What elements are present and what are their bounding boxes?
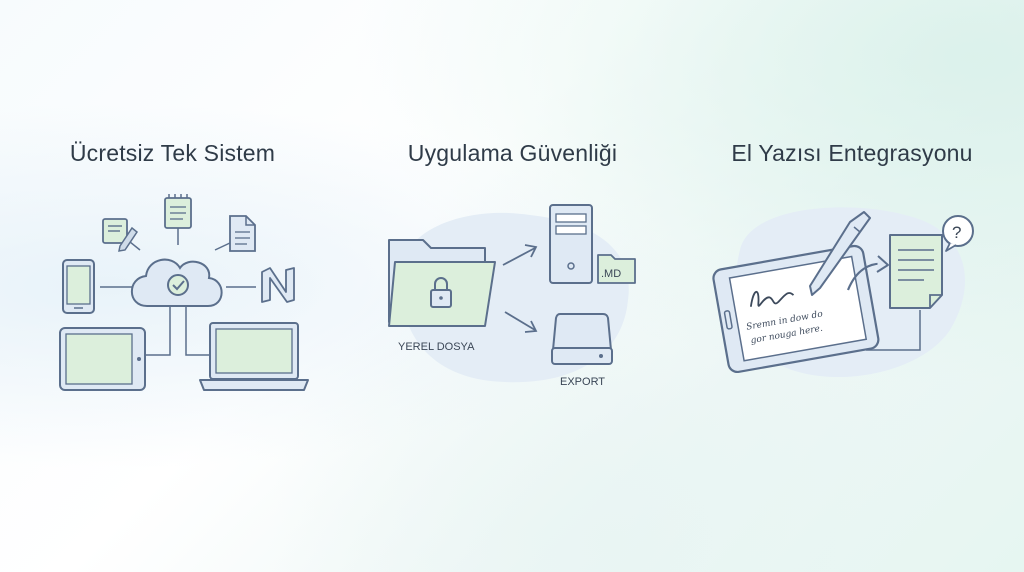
stylus-icon	[809, 211, 871, 296]
cloud-sync-icon	[131, 258, 223, 307]
md-folder-icon	[597, 254, 636, 284]
sync-illustration	[59, 194, 309, 391]
phone-icon	[62, 259, 95, 314]
notepad-icon	[164, 194, 192, 229]
md-label: .MD	[601, 268, 621, 280]
arrow-icons	[502, 244, 538, 333]
local-file-label: YEREL DOSYA	[398, 341, 475, 353]
lock-folder-icon	[388, 239, 496, 327]
question-bubble-icon: ?	[942, 215, 974, 252]
question-mark: ?	[952, 223, 961, 242]
laptop-icon	[199, 322, 309, 391]
panel-title: Ücretsiz Tek Sistem	[69, 140, 276, 166]
notion-logo-icon	[261, 267, 295, 303]
panel-app-security: Uygulama Güvenliği YEREL DOSYA	[345, 0, 680, 572]
panel-handwriting-integration: El Yazısı Entegrasyonu Sremn in dow do g…	[680, 0, 1024, 572]
handwriting-illustration: Sremn in dow do gor nouga here. ?	[712, 207, 974, 378]
security-illustration: YEREL DOSYA .MD EXPORT	[388, 204, 636, 388]
export-label: EXPORT	[560, 376, 605, 388]
note-pencil-icon	[102, 218, 139, 252]
server-icon	[549, 204, 593, 284]
curved-arrow-icon	[846, 255, 889, 291]
panel-title: Uygulama Güvenliği	[407, 140, 618, 166]
connector-line	[866, 310, 921, 351]
drive-icon	[551, 313, 613, 365]
document-icon	[889, 234, 943, 309]
panel-title: El Yazısı Entegrasyonu	[731, 140, 973, 166]
tablet-icon	[59, 327, 146, 391]
panel-free-single-system: Ücretsiz Tek Sistem	[0, 0, 345, 572]
document-icon	[229, 215, 256, 252]
tablet-handwriting-icon: Sremn in dow do gor nouga here.	[712, 244, 880, 374]
